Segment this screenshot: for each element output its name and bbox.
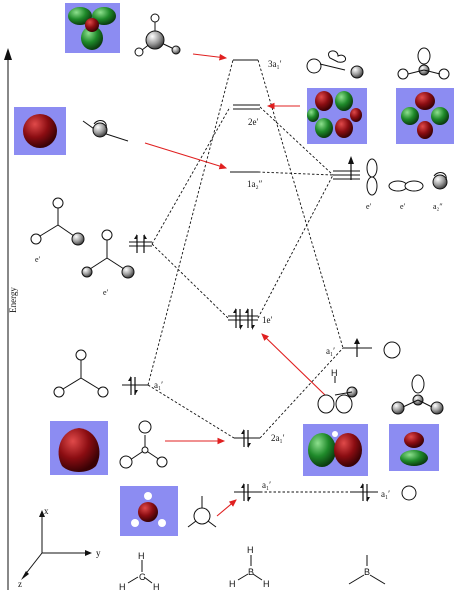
ch3-h-top: H [138, 551, 145, 561]
mo-label-3a1: 3a₁′ [268, 59, 282, 69]
right-level-core [352, 483, 378, 502]
mo-label-2e: 2e′ [248, 117, 258, 127]
energy-axis-label: Energy [8, 287, 18, 313]
frag-b: B [364, 567, 370, 577]
orbital-box-2a1-right-a [303, 424, 368, 476]
energy-axis-arrowhead [4, 48, 12, 60]
sketch-pz-left [82, 120, 129, 142]
right-core-orbital [401, 485, 417, 501]
orbital-box-2e-b [396, 88, 454, 144]
right-level-a1 [343, 338, 372, 357]
sketch-a1-left [53, 349, 109, 398]
left-label-e-a: e′ [35, 255, 41, 264]
axis-y-label: y [96, 548, 101, 558]
right-level-p [333, 156, 360, 180]
sketch-h-label: H [331, 368, 338, 378]
orbital-box-2a1-right-b [389, 424, 439, 471]
sketch-bh-right: H [317, 368, 358, 414]
orbital-box-core [120, 486, 178, 536]
ch3-h-right: H [153, 582, 160, 592]
right-s-orbital [383, 341, 401, 359]
mo-label-1a2: 1a₂″ [247, 179, 263, 189]
sketch-e-left-b [81, 229, 135, 279]
sketch-2a1-left [119, 420, 168, 469]
mo-label-1e: 1e′ [262, 315, 272, 325]
molecule-b-fragment: B [348, 555, 386, 585]
sketch-e-left-a [30, 197, 85, 246]
orbital-box-3a1 [65, 3, 120, 53]
orbital-box-s-left [14, 107, 66, 155]
sketch-core [187, 496, 217, 528]
bh3-h-left: H [229, 579, 236, 589]
ch3-h-left: H [119, 582, 126, 592]
sketch-p-orbitals-top-right [306, 47, 450, 80]
bh3-h-right: H [263, 579, 270, 589]
mo-level-1e [228, 308, 258, 330]
left-label-e-b: e′ [103, 288, 109, 297]
molecule-bh3: H B H H [229, 545, 270, 589]
axis-z-label: z [18, 579, 22, 589]
mo-level-2a1 [234, 429, 260, 448]
mo-level-core-a1 [234, 483, 260, 502]
bh3-h-top: H [247, 545, 254, 555]
left-level-e [129, 234, 152, 253]
mo-label-2a1: 2a₁′ [271, 433, 285, 443]
ch3-c: C [139, 572, 146, 582]
molecule-ch3: H C H H [119, 551, 160, 592]
mo-label-core-a1: a₁′ [262, 480, 271, 490]
coordinate-axes [21, 510, 92, 580]
right-label-e-a: e′ [366, 202, 372, 211]
left-level-a1 [122, 376, 148, 395]
sketch-p-right-b [391, 374, 444, 415]
bh3-b: B [248, 567, 254, 577]
sketch-p-labels-right [366, 158, 448, 196]
red-arrows [144, 53, 326, 517]
right-label-e-b: e′ [400, 202, 406, 211]
sketch-trigonal-top [134, 13, 181, 57]
orbital-box-2a1-left [50, 421, 108, 475]
orbital-box-2e-a [307, 88, 367, 144]
right-label-a1: a₁′ [326, 346, 335, 356]
axis-x-label: x [44, 506, 49, 516]
right-label-core: a₁′ [381, 489, 390, 499]
left-label-a1: a₁′ [154, 380, 163, 390]
right-label-a2: a₂″ [433, 202, 443, 211]
